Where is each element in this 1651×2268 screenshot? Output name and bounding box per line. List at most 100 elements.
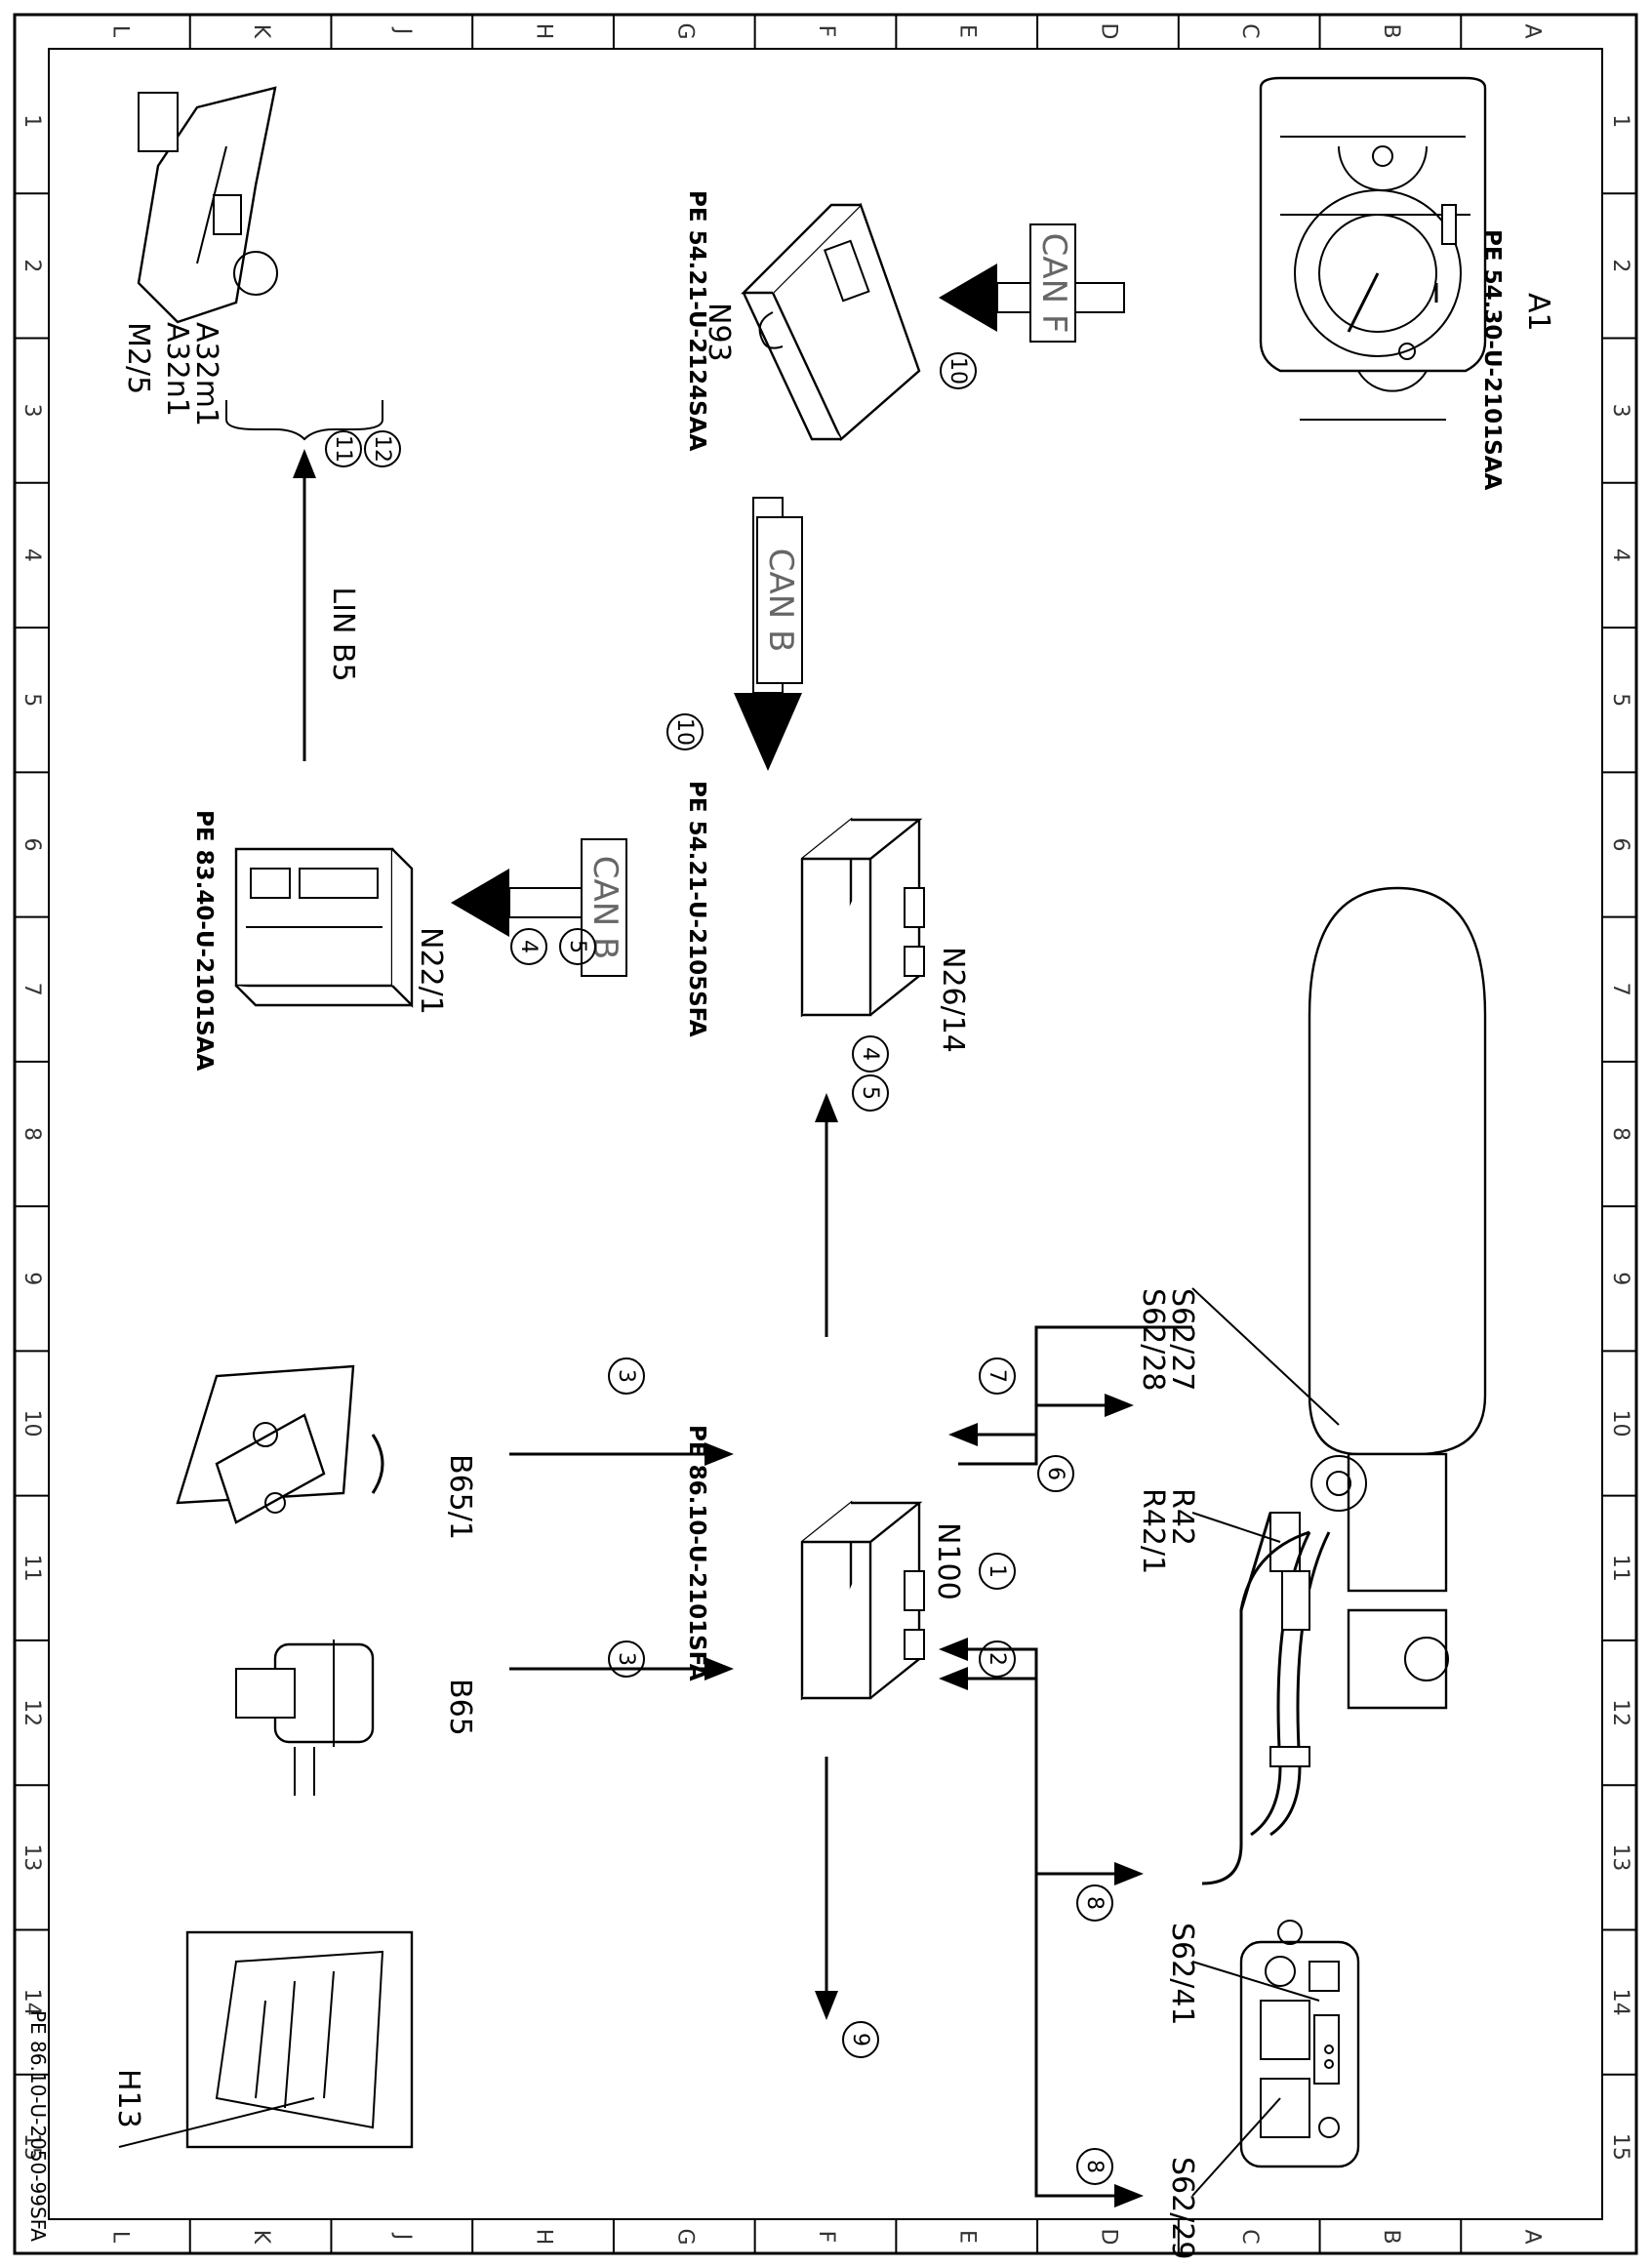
column-label-top: H — [532, 23, 556, 40]
row-label-right: 15 — [1608, 2133, 1632, 2161]
link-s62-29-n100 — [939, 1667, 1144, 2207]
row-label-left: 6 — [20, 837, 44, 851]
bus-label-can-f: CAN F — [1034, 233, 1073, 334]
column-label-bottom: C — [1237, 2229, 1262, 2244]
diagram-content: CAN F CAN B CAN B LIN B5 — [26, 76, 1555, 2260]
signal-marker-s3b: 3 — [608, 1640, 645, 1678]
label-h13: H13 — [111, 2069, 145, 2128]
bus-label-lin-b5: LIN B5 — [326, 587, 360, 681]
module-n22-1 — [234, 847, 414, 1008]
label-b65: B65 — [443, 1679, 477, 1736]
label-b65-1: B65/1 — [443, 1454, 477, 1540]
signal-marker-s11: 11 — [325, 430, 362, 467]
bus-can-b-n26: CAN B — [451, 838, 627, 977]
bus-can-f: CAN F — [939, 223, 1125, 343]
signal-number: 2 — [985, 1652, 1009, 1666]
link-n100-h13 — [815, 1757, 838, 2020]
module-n93 — [741, 202, 921, 441]
link-s62-41-n100 — [939, 1638, 1144, 1885]
ref-n22-1: PE 83.40-U-2101SAA — [191, 810, 217, 1071]
row-label-left: 7 — [20, 983, 44, 996]
leader-s62-41 — [1191, 1961, 1320, 2002]
row-label-left: 5 — [20, 693, 44, 707]
column-label-top: D — [1096, 23, 1120, 40]
column-label-top: E — [955, 24, 980, 38]
signal-marker-s4b: 4 — [852, 1035, 889, 1073]
column-label-top: K — [249, 24, 273, 39]
label-s62-41: S62/41 — [1165, 1923, 1199, 2026]
label-s62-28: S62/28 — [1136, 1288, 1170, 1392]
label-m2-5: M2/5 — [121, 322, 155, 394]
row-label-right: 1 — [1608, 114, 1632, 128]
row-label-left: 10 — [20, 1410, 44, 1438]
signal-number: 5 — [565, 940, 589, 953]
label-a32n1: A32n1 — [160, 322, 194, 417]
signal-marker-s7: 7 — [979, 1357, 1016, 1395]
row-label-left: 3 — [20, 404, 44, 418]
column-label-bottom: H — [532, 2229, 556, 2246]
module-n100 — [800, 1500, 925, 1701]
row-label-right: 11 — [1608, 1555, 1632, 1582]
link-n100-n26 — [815, 1093, 838, 1337]
signal-marker-s4a: 4 — [510, 928, 547, 965]
signal-number: 4 — [858, 1047, 882, 1061]
column-label-bottom: E — [955, 2230, 980, 2244]
row-label-left: 1 — [20, 114, 44, 128]
column-label-bottom: F — [814, 2231, 838, 2244]
ref-n93: PE 54.21-U-2124SAA — [684, 190, 709, 451]
actuator-m2-5 — [137, 86, 278, 324]
drawing-id: PE 86.10-U-2050-99SFA — [26, 2010, 50, 2242]
row-label-left: 9 — [20, 1272, 44, 1285]
bus-label-can-b-1: CAN B — [761, 548, 800, 653]
column-label-bottom: A — [1520, 2229, 1545, 2244]
column-label-bottom: D — [1096, 2229, 1120, 2246]
column-label-bottom: B — [1379, 2229, 1403, 2244]
column-label-top: B — [1379, 23, 1403, 38]
label-a32m1: A32m1 — [189, 322, 223, 426]
switch-panel-s62 — [1239, 1920, 1360, 2168]
leader-r42 — [1191, 1512, 1281, 1543]
leader-s62-29 — [1191, 2097, 1281, 2197]
label-r42-1: R42/1 — [1136, 1488, 1170, 1574]
bus-label-can-b-2: CAN B — [585, 856, 624, 960]
signal-number: 10 — [946, 357, 970, 385]
row-label-right: 10 — [1608, 1410, 1632, 1438]
column-label-top: L — [107, 25, 132, 38]
link-s62-27-n100 — [948, 1325, 1192, 1446]
row-label-right: 6 — [1608, 837, 1632, 851]
label-n26-14: N26/14 — [936, 947, 970, 1053]
row-label-right: 7 — [1608, 983, 1632, 996]
signal-marker-s8b: 8 — [1076, 2148, 1113, 2185]
row-label-left: 2 — [20, 259, 44, 272]
inner-frame — [48, 48, 1603, 2220]
row-label-right: 3 — [1608, 404, 1632, 418]
signal-number: 10 — [672, 718, 697, 746]
bus-can-b-n93: CAN B — [734, 497, 803, 771]
horn-h13 — [118, 1930, 414, 2149]
ref-a1: PE 54.30-U-2101SAA — [1479, 229, 1505, 490]
column-label-bottom: G — [672, 2228, 697, 2245]
row-label-right: 14 — [1608, 1989, 1632, 2016]
column-label-top: C — [1237, 23, 1262, 38]
label-n22-1: N22/1 — [414, 927, 448, 1015]
label-s62-29: S62/29 — [1165, 2157, 1199, 2260]
ref-n26-14: PE 54.21-U-2105SFA — [684, 781, 709, 1037]
column-label-bottom: L — [107, 2231, 132, 2244]
label-n100: N100 — [931, 1522, 965, 1600]
row-label-left: 15 — [20, 2133, 44, 2161]
row-label-right: 5 — [1608, 693, 1632, 707]
row-label-left: 4 — [20, 548, 44, 562]
signal-number: 5 — [858, 1086, 882, 1100]
signal-number: 3 — [614, 1652, 638, 1666]
link-n100-r42 — [958, 1394, 1134, 1466]
signal-number: 3 — [614, 1369, 638, 1383]
module-n26-14 — [800, 817, 925, 1018]
signal-marker-s12: 12 — [364, 430, 401, 467]
signal-marker-s10b: 10 — [666, 713, 704, 750]
row-label-left: 11 — [20, 1555, 44, 1582]
signal-marker-s3a: 3 — [608, 1357, 645, 1395]
signal-number: 1 — [985, 1564, 1009, 1578]
